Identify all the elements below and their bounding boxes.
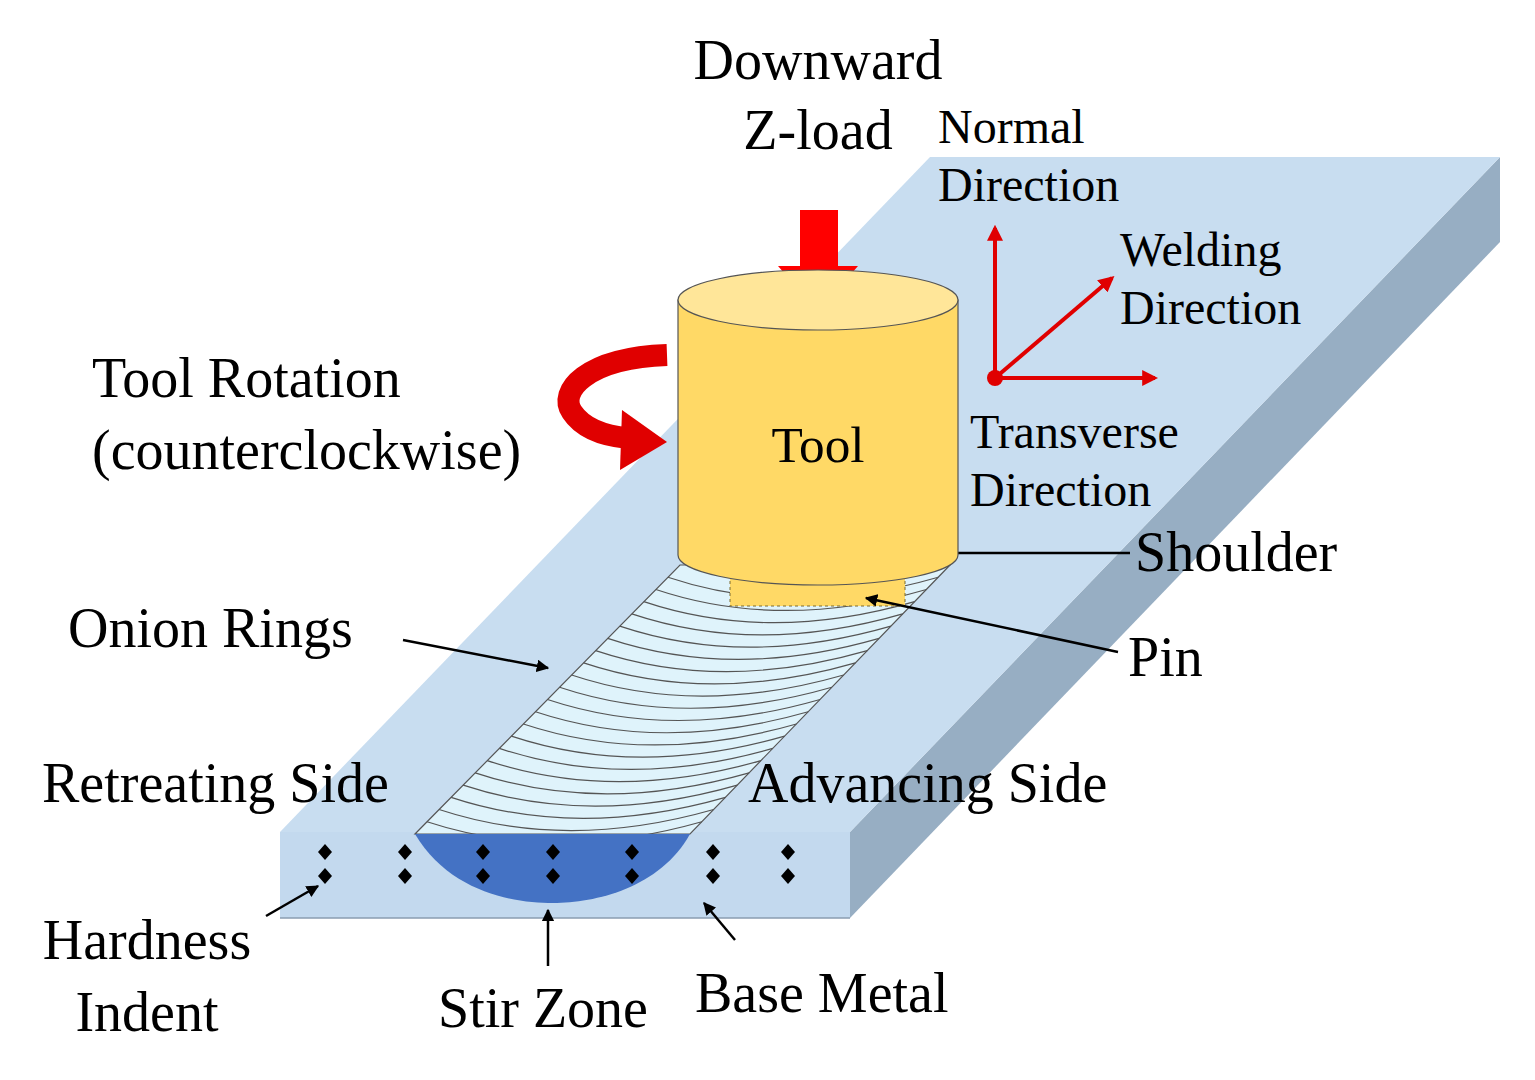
- onion-ring: [451, 797, 725, 818]
- axis-label: Welding Direction: [1120, 221, 1330, 337]
- plate-bottom-edge: [280, 917, 850, 919]
- axis-origin: [987, 370, 1003, 386]
- zone-label: Stir Zone: [438, 973, 648, 1043]
- hardness-indents: [318, 844, 795, 884]
- rotation-arrowhead: [620, 410, 667, 470]
- normal-axis: [993, 228, 997, 378]
- onion-ring: [608, 638, 879, 659]
- onion-ring: [463, 785, 737, 806]
- onion-ring: [523, 724, 796, 745]
- leader-lines: [266, 553, 1130, 966]
- onion-ring: [548, 700, 821, 721]
- rotation-label: Tool Rotation (counterclockwise): [92, 342, 572, 486]
- welding-axis: [995, 278, 1112, 378]
- onion-ring: [475, 773, 749, 794]
- onion-ring: [439, 810, 714, 831]
- hardness-indent: [476, 844, 490, 860]
- side-label: Retreating Side: [42, 748, 389, 818]
- onion-ring: [499, 748, 772, 769]
- transverse-axis: [995, 376, 1155, 380]
- onion-ring: [487, 761, 761, 782]
- hardness-indent: [318, 844, 332, 860]
- hardness-indent: [781, 844, 795, 860]
- part-label: Pin: [1128, 622, 1203, 692]
- feature-label: Onion Rings: [68, 593, 353, 663]
- part-label: Shoulder: [1135, 517, 1337, 587]
- onion-ring: [535, 712, 808, 733]
- onion-ring: [511, 736, 784, 757]
- base-metal-leader: [704, 903, 735, 940]
- stir-zone-leader: [547, 910, 550, 966]
- hardness-indent: [706, 844, 720, 860]
- rotation-arrow: [568, 355, 667, 438]
- hardness-indent: [781, 868, 795, 884]
- onion-ring: [584, 663, 856, 684]
- tool-label: Tool: [676, 410, 960, 480]
- axis-label: Transverse Direction: [970, 403, 1210, 519]
- hardness-indent: [625, 844, 639, 860]
- onion-ring: [620, 626, 891, 647]
- hardness-indent: [625, 868, 639, 884]
- cylinder-top: [678, 270, 958, 330]
- tool-cylinder: Tool: [676, 268, 960, 590]
- onion-ring: [572, 675, 844, 696]
- hardness-indent: [398, 844, 412, 860]
- axis-label: Normal Direction: [938, 98, 1148, 214]
- side-label: Advancing Side: [748, 748, 1107, 818]
- onion-ring: [596, 651, 868, 672]
- feature-label: Hardness Indent: [22, 904, 272, 1048]
- onion-ring: [632, 614, 903, 635]
- shoulder-leader: [930, 552, 1130, 555]
- pin-leader: [866, 598, 1118, 652]
- onion-rings-leader: [403, 640, 548, 668]
- hardness-indent: [398, 868, 412, 884]
- hardness-leader: [266, 886, 318, 916]
- plate-front-face: [280, 832, 850, 918]
- zone-label: Base Metal: [695, 958, 948, 1028]
- hardness-indent: [546, 868, 560, 884]
- stir-zone: [415, 834, 690, 903]
- hardness-indent: [318, 868, 332, 884]
- hardness-indent: [476, 868, 490, 884]
- onion-ring: [560, 687, 832, 708]
- hardness-indent: [546, 844, 560, 860]
- hardness-indent: [706, 868, 720, 884]
- load-label: Downward Z-load: [668, 25, 968, 165]
- plate-top-face: [280, 157, 1500, 832]
